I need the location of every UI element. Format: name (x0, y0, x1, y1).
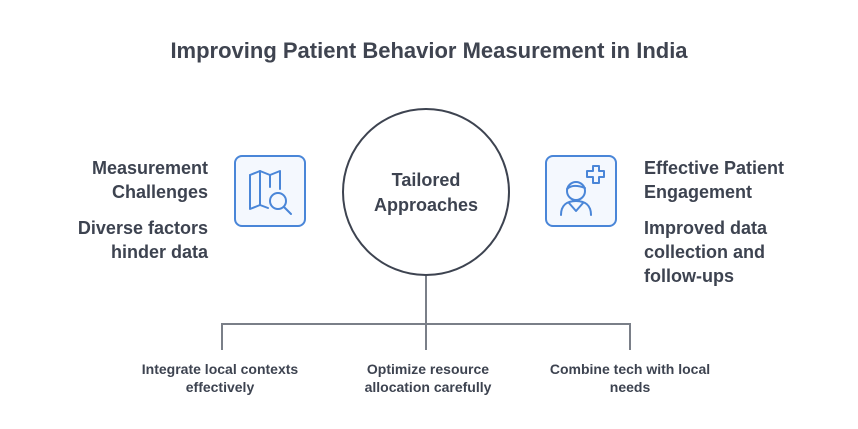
branch-1-line1: Integrate local contexts (141, 361, 299, 377)
left-heading: Measurement Challenges (40, 156, 208, 204)
left-heading-line2: Challenges (111, 182, 208, 202)
right-heading-line1: Effective Patient (644, 158, 785, 178)
branch-2-line2: allocation carefully (364, 379, 492, 395)
right-desc-line1: Improved data (644, 218, 768, 238)
left-description: Diverse factors hinder data (40, 216, 208, 264)
left-heading-line1: Measurement (91, 158, 208, 178)
branch-label-1: Integrate local contexts effectively (130, 360, 310, 396)
right-heading-line2: Engagement (644, 182, 753, 202)
branch-2-line1: Optimize resource (366, 361, 490, 377)
right-desc-line3: follow-ups (644, 266, 734, 286)
center-label-line2: Approaches (373, 195, 479, 215)
center-label-line1: Tailored (391, 170, 461, 190)
right-heading: Effective Patient Engagement (644, 156, 844, 204)
center-node: Tailored Approaches (342, 108, 510, 276)
person-plus-icon (560, 165, 605, 216)
diagram-title: Improving Patient Behavior Measurement i… (170, 38, 688, 63)
right-icon-box (545, 155, 617, 227)
branch-label-2: Optimize resource allocation carefully (348, 360, 508, 396)
branch-3-line2: needs (609, 379, 651, 395)
left-desc-line2: hinder data (110, 242, 208, 262)
branch-1-line2: effectively (185, 379, 255, 395)
branch-3-line1: Combine tech with local (549, 361, 711, 377)
branch-label-3: Combine tech with local needs (540, 360, 720, 396)
map-search-icon (249, 170, 292, 215)
left-desc-line1: Diverse factors (77, 218, 208, 238)
right-desc-line2: collection and (644, 242, 766, 262)
left-icon-box (234, 155, 306, 227)
center-label: Tailored Approaches (344, 168, 508, 218)
right-description: Improved data collection and follow-ups (644, 216, 844, 288)
